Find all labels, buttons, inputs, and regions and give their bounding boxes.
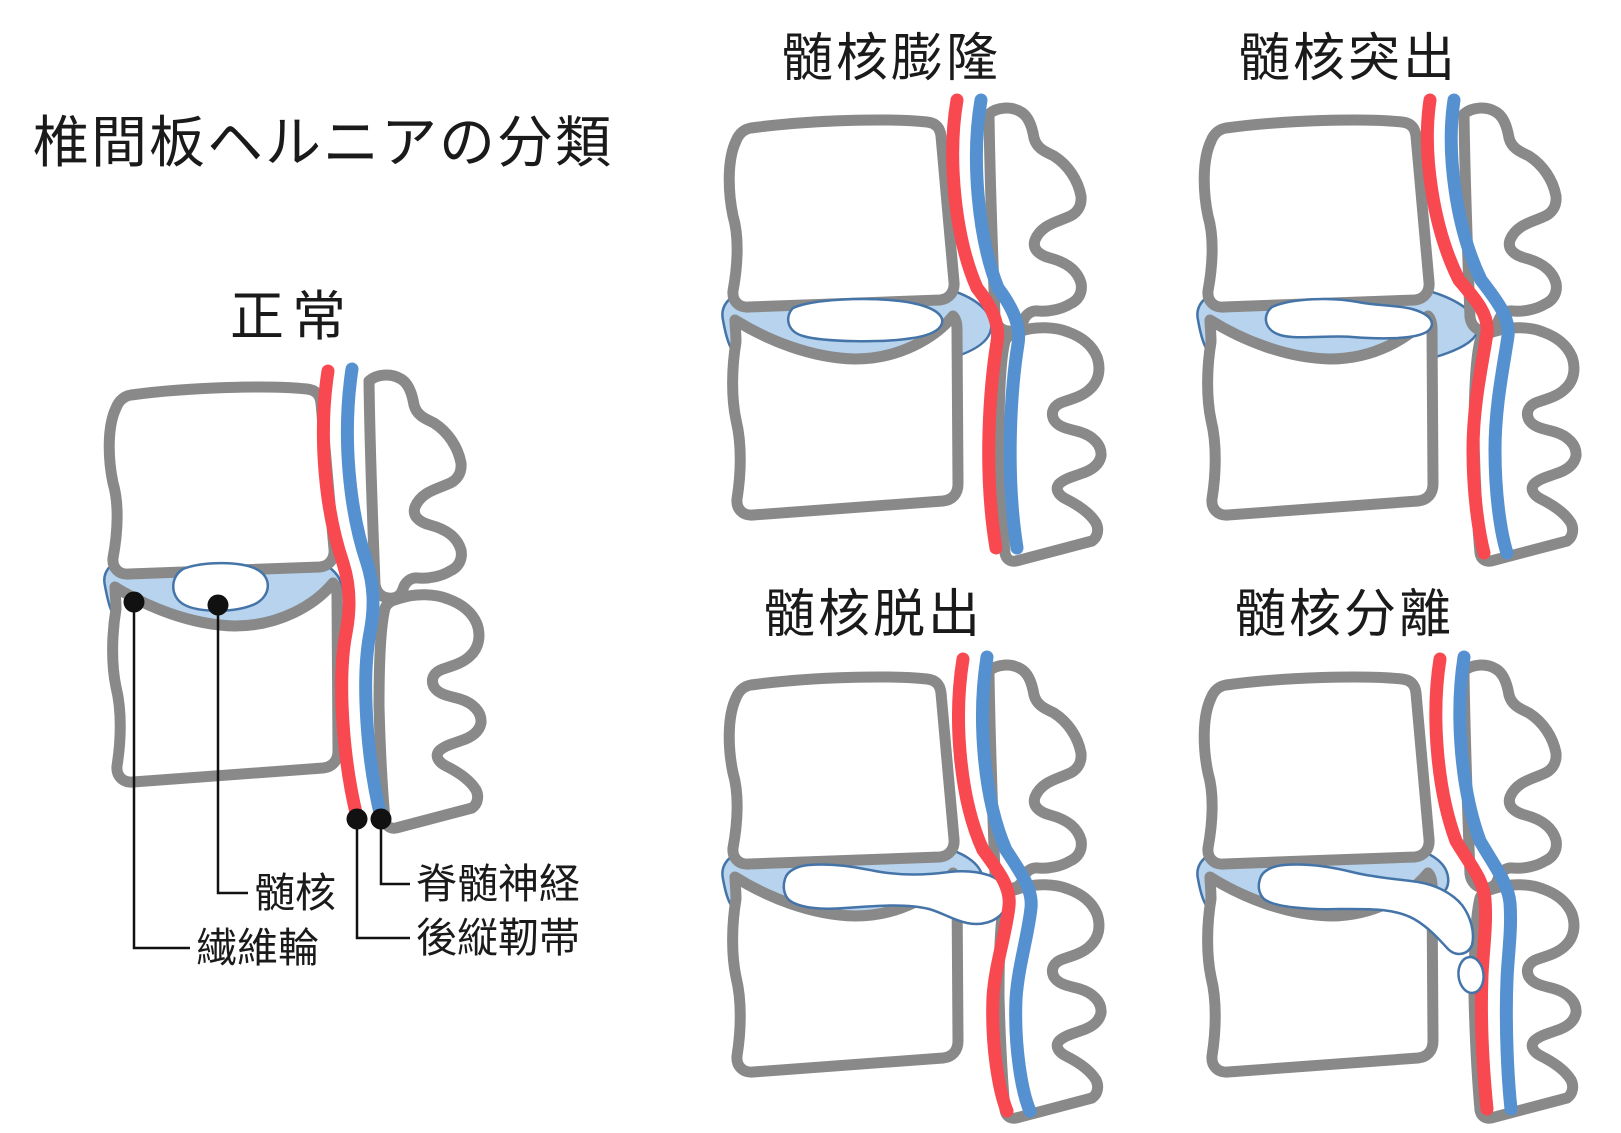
lower-posterior-arch bbox=[1468, 879, 1582, 1124]
bulge-spine-diagram bbox=[721, 93, 1107, 567]
spinal-nerve-line bbox=[969, 93, 1026, 555]
upper-vertebra-body bbox=[1198, 114, 1435, 313]
nucleus-pulposus bbox=[1257, 863, 1475, 956]
panel-title-extrusion: 髄核脱出 bbox=[763, 586, 984, 644]
annotation-label-posterior_ligament: 後縦靭帯 bbox=[416, 915, 580, 961]
lower-vertebra-body bbox=[107, 577, 344, 788]
panel-title-bulge: 髄核膨隆 bbox=[781, 30, 1002, 88]
lower-vertebra-body bbox=[1202, 867, 1439, 1078]
lower-posterior-arch bbox=[993, 322, 1107, 567]
lower-vertebra-body bbox=[1202, 310, 1439, 521]
posterior-longitudinal-ligament-line bbox=[316, 364, 364, 824]
lower-vertebra-body bbox=[727, 310, 964, 521]
upper-vertebra-body bbox=[1198, 671, 1435, 870]
annotation-label-nucleus: 髄核 bbox=[254, 870, 336, 916]
upper-posterior-arch bbox=[983, 102, 1087, 337]
upper-vertebra-body bbox=[103, 381, 340, 580]
upper-posterior-arch bbox=[1458, 659, 1562, 894]
sequestration-spine-diagram bbox=[1196, 650, 1582, 1124]
nucleus-pulposus bbox=[1264, 297, 1434, 340]
extrusion-spine-diagram bbox=[721, 650, 1107, 1124]
annotation-label-spinal_nerve: 脊髄神経 bbox=[416, 861, 580, 907]
posterior-longitudinal-ligament-line bbox=[946, 93, 1005, 555]
upper-posterior-arch bbox=[1458, 102, 1562, 337]
annotation-label-annulus: 繊維輪 bbox=[196, 925, 319, 971]
annotation-dot bbox=[346, 808, 368, 830]
sequestered-fragment bbox=[1457, 955, 1485, 995]
annotation-dot bbox=[370, 808, 392, 830]
nucleus-pulposus bbox=[786, 297, 944, 343]
lower-posterior-arch bbox=[373, 589, 487, 834]
page-title: 椎間板ヘルニアの分類 bbox=[33, 111, 613, 174]
annotation-leader-line bbox=[216, 605, 248, 895]
posterior-longitudinal-ligament-line bbox=[1420, 93, 1494, 560]
spinal-nerve-line bbox=[1444, 93, 1515, 560]
panel-title-sequestration: 髄核分離 bbox=[1234, 586, 1455, 644]
annotation-dot bbox=[123, 591, 145, 613]
panel-title-protrusion: 髄核突出 bbox=[1238, 30, 1459, 88]
protrusion-spine-diagram bbox=[1196, 93, 1582, 567]
upper-posterior-arch bbox=[363, 369, 467, 604]
annotation-leader-line bbox=[379, 819, 410, 886]
annotation-leader-line bbox=[355, 819, 410, 940]
posterior-longitudinal-ligament-line bbox=[1429, 652, 1494, 1116]
annotation-leader-line bbox=[132, 602, 190, 950]
nucleus-pulposus bbox=[172, 561, 269, 612]
spinal-nerve-line bbox=[1453, 650, 1518, 1116]
lower-vertebra-body bbox=[727, 867, 964, 1078]
panel-title-normal: 正常 bbox=[230, 287, 354, 347]
posterior-longitudinal-ligament-line bbox=[952, 652, 1016, 1118]
upper-vertebra-body bbox=[723, 671, 960, 870]
upper-vertebra-body bbox=[723, 114, 960, 313]
spinal-nerve-line bbox=[976, 650, 1038, 1118]
spinal-nerve-line bbox=[340, 362, 388, 824]
annotation-dot bbox=[207, 594, 229, 616]
